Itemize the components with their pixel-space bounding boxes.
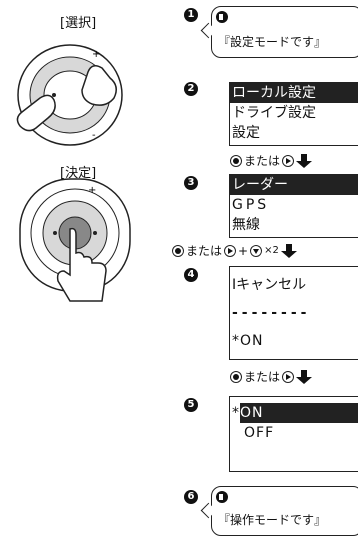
transition-text: または [186,244,223,258]
select-label: [選択] [60,16,97,31]
center-button-icon [230,154,242,167]
speaker-icon [216,11,228,23]
lcd-screen-4: Iキャンセル -------- *ON [229,266,358,360]
transition-plus: + [238,243,249,258]
down-arrow-icon [296,153,313,168]
voice-text-6: 『操作モードです』 [218,513,327,527]
lcd-screen-2: ローカル設定 ドライブ設定 設定 [229,82,358,146]
option-on-label: *ON [232,403,358,423]
menu-item-local-settings[interactable]: ローカル設定 [230,83,358,103]
hand-pointer-icon [56,227,107,302]
lcd-screen-3: レーダー GPS 無線 [229,174,358,238]
menu-item-cancel[interactable]: Iキャンセル [232,277,307,293]
menu-item-gps[interactable]: GPS [232,197,270,213]
center-button-icon [230,370,242,383]
selected-option-highlight: ON [240,403,358,423]
transition-4-5: または [230,368,313,385]
transition-2-3: または [230,152,313,169]
step-number-1: 1 [184,8,198,22]
transition-times: ×2 [264,245,279,256]
lcd-screen-5: *ON OFF [229,396,358,472]
speaker-icon [216,491,228,503]
down-arrow-icon [280,243,297,258]
voice-bubble-6: 『操作モードです』 [200,486,358,536]
step-number-3: 3 [184,176,198,190]
transition-text: または [244,154,281,168]
option-off[interactable]: OFF [244,425,275,441]
decide-label: [決定] [60,166,97,181]
right-button-icon [282,370,295,383]
step-number-5: 5 [184,398,198,412]
down-arrow-icon [296,369,313,384]
decide-dial-illustration: + [19,178,131,302]
right-button-icon [224,244,237,257]
dial-plus-mark: + [92,49,100,60]
svg-text:+: + [88,185,96,196]
center-button-icon [172,244,184,257]
dial-minus-mark: - [92,130,96,141]
transition-3-4: または + ×2 [172,242,297,259]
step-number-4: 4 [184,268,198,282]
step-number-6: 6 [184,490,198,504]
current-value-on: *ON [232,333,264,349]
menu-item-settings[interactable]: 設定 [232,125,260,141]
voice-text-1: 『設定モードです』 [218,35,327,49]
voice-bubble-1: 『設定モードです』 [200,6,358,58]
menu-item-wireless[interactable]: 無線 [232,217,260,233]
select-dial-illustration: + - [16,44,123,146]
transition-text: または [244,370,281,384]
option-on-row[interactable]: *ON [230,403,358,423]
right-button-icon [282,154,295,167]
hand-pointer-icon [16,65,117,132]
menu-item-radar[interactable]: レーダー [230,175,358,195]
separator-line: -------- [232,305,311,321]
menu-item-drive-settings[interactable]: ドライブ設定 [232,105,316,121]
step-number-2: 2 [184,82,198,96]
down-button-icon [250,244,263,257]
